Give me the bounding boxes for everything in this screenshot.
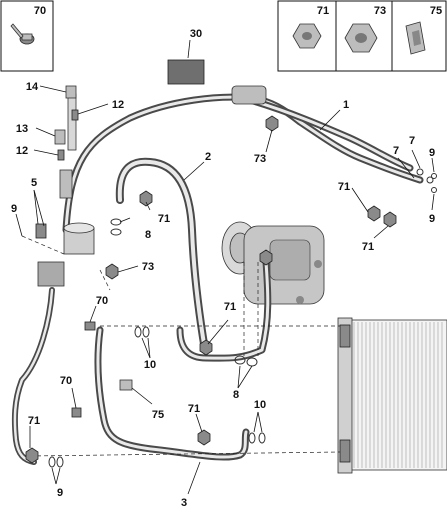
expansion-valve <box>37 261 65 287</box>
o-ring-10a <box>134 326 142 338</box>
pressure-switch-5 <box>35 223 47 239</box>
flange-nut-icon <box>292 23 322 49</box>
assembly-lines <box>21 235 341 457</box>
leader-lines <box>15 85 435 495</box>
callout-8-top: 8 <box>145 229 151 241</box>
callout-7-b: 7 <box>393 145 399 157</box>
nut-71-d <box>25 447 39 464</box>
filter-pad <box>167 39 205 85</box>
hose-2 <box>115 157 209 354</box>
valve-core-12 <box>57 149 65 161</box>
callout-71-left: 71 <box>28 415 40 427</box>
hose-low-side <box>11 287 55 465</box>
callout-5: 5 <box>31 177 37 189</box>
nut-73-a <box>265 115 279 132</box>
callout-30: 30 <box>190 28 202 40</box>
callout-71-right-bottom: 71 <box>362 241 374 253</box>
o-ring-9d <box>56 456 64 468</box>
callout-3: 3 <box>181 497 187 509</box>
nut-71-b <box>199 339 213 356</box>
callout-10-right: 10 <box>254 399 266 411</box>
bolt-70-bottom <box>71 407 82 418</box>
callout-labels: 14 12 13 12 5 9 30 1 2 73 7 7 9 9 71 71 … <box>11 28 435 509</box>
callout-10-left: 10 <box>144 359 156 371</box>
hose-3 <box>94 326 250 461</box>
callout-70-bottom: 70 <box>60 375 72 387</box>
callout-70-inset: 70 <box>34 5 46 17</box>
bolt-70-top <box>84 321 96 331</box>
o-ring-9c <box>48 456 56 468</box>
hose-1 <box>59 85 424 234</box>
cap-14 <box>65 85 77 99</box>
callout-71-right: 71 <box>338 181 350 193</box>
o-ring-10c <box>248 432 256 444</box>
valve-core-12b <box>71 109 79 121</box>
callout-73-top: 73 <box>254 153 266 165</box>
o-ring-8b <box>110 228 122 236</box>
callout-13: 13 <box>16 123 28 135</box>
condenser-fins <box>353 322 443 468</box>
hex-nut-icon <box>344 23 378 53</box>
clip-75 <box>119 379 133 391</box>
callout-9-bottom: 9 <box>57 487 63 499</box>
callout-12-left: 12 <box>16 145 28 157</box>
nut-71-c <box>197 429 211 446</box>
callout-9-right-bottom: 9 <box>429 213 435 225</box>
callout-1: 1 <box>343 99 349 111</box>
o-ring-10b <box>142 326 150 338</box>
nut-71-e <box>367 205 381 222</box>
valve-13 <box>54 129 66 145</box>
callout-73-inset: 73 <box>374 5 386 17</box>
callout-9-left: 9 <box>11 203 17 215</box>
clip-icon <box>405 21 426 55</box>
o-ring-8a <box>110 218 122 226</box>
callout-70-top: 70 <box>96 295 108 307</box>
o-ring-10d <box>258 432 266 444</box>
receiver-dryer <box>63 93 95 255</box>
hose-compressor-loop <box>176 258 272 362</box>
nut-71-f <box>383 211 397 228</box>
callout-71-bottom: 71 <box>188 403 200 415</box>
o-ring-8c <box>234 355 246 365</box>
small-parts <box>25 85 437 468</box>
callout-2: 2 <box>205 151 211 163</box>
o-ring-7b <box>426 176 434 184</box>
o-ring-9a <box>431 173 437 179</box>
nut-73-b <box>105 263 119 280</box>
o-ring-8d <box>246 357 258 367</box>
callout-73-mid: 73 <box>142 261 154 273</box>
inset-box-70: 70 <box>0 0 54 72</box>
callout-14: 14 <box>26 81 39 93</box>
callout-75: 75 <box>152 409 164 421</box>
ac-compressor <box>221 221 325 305</box>
callout-9-right-top: 9 <box>429 147 435 159</box>
callout-75-inset: 75 <box>430 5 442 17</box>
bolt-icon <box>10 23 35 45</box>
callout-8-bottom: 8 <box>233 389 239 401</box>
callout-71-inset: 71 <box>317 5 329 17</box>
o-ring-7a <box>416 168 424 176</box>
callout-71-compressor: 71 <box>224 301 236 313</box>
callout-12-top: 12 <box>112 99 124 111</box>
nut-71-a <box>139 190 153 207</box>
callout-71-mid: 71 <box>158 213 170 225</box>
condenser <box>337 317 447 474</box>
o-ring-9b <box>431 187 437 193</box>
inset-box-fasteners: 71 73 75 <box>277 0 447 72</box>
callout-7-a: 7 <box>409 135 415 147</box>
nut-71-g <box>259 249 273 266</box>
